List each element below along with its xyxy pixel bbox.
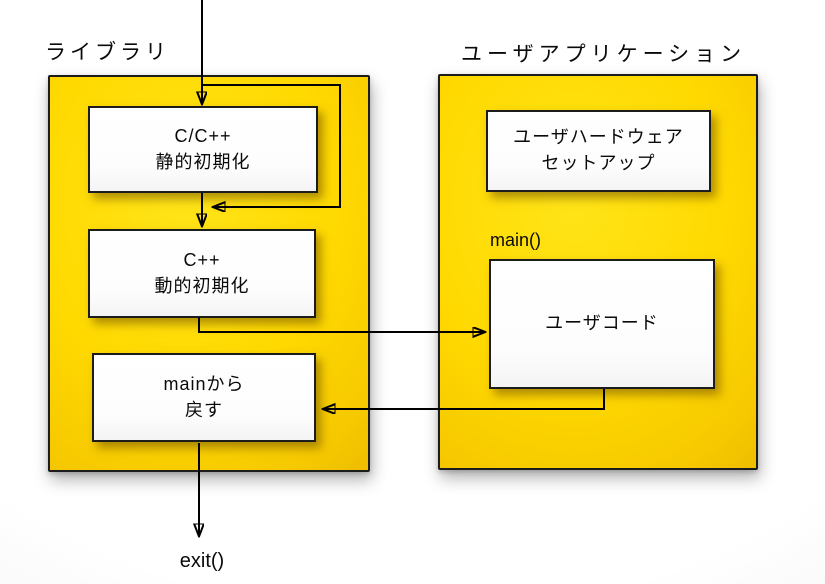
main-function-label: main() bbox=[490, 230, 542, 250]
node-hw-setup-line2: セットアップ bbox=[541, 153, 656, 173]
node-return-from-main-line1: mainから bbox=[163, 373, 245, 394]
node-hw-setup: ユーザハードウェア セットアップ bbox=[486, 110, 711, 192]
node-return-from-main-line2: 戻す bbox=[185, 399, 223, 420]
node-return-from-main: mainから 戻す bbox=[92, 353, 316, 442]
node-dynamic-init-line1: C++ bbox=[183, 249, 221, 270]
user-app-group-title: ユーザアプリケーション bbox=[461, 43, 747, 66]
exit-function-label: exit() bbox=[179, 550, 225, 572]
node-hw-setup-line1: ユーザハードウェア bbox=[513, 127, 684, 148]
node-static-init-line1: C/C++ bbox=[174, 125, 232, 146]
node-static-init: C/C++ 静的初期化 bbox=[88, 106, 318, 193]
library-group-title: ライブラリ bbox=[45, 41, 170, 64]
node-static-init-line2: 静的初期化 bbox=[155, 151, 251, 172]
node-dynamic-init: C++ 動的初期化 bbox=[88, 229, 316, 318]
node-user-code: ユーザコード bbox=[489, 259, 715, 389]
node-dynamic-init-line2: 動的初期化 bbox=[154, 275, 250, 296]
node-user-code-label: ユーザコード bbox=[545, 313, 659, 334]
